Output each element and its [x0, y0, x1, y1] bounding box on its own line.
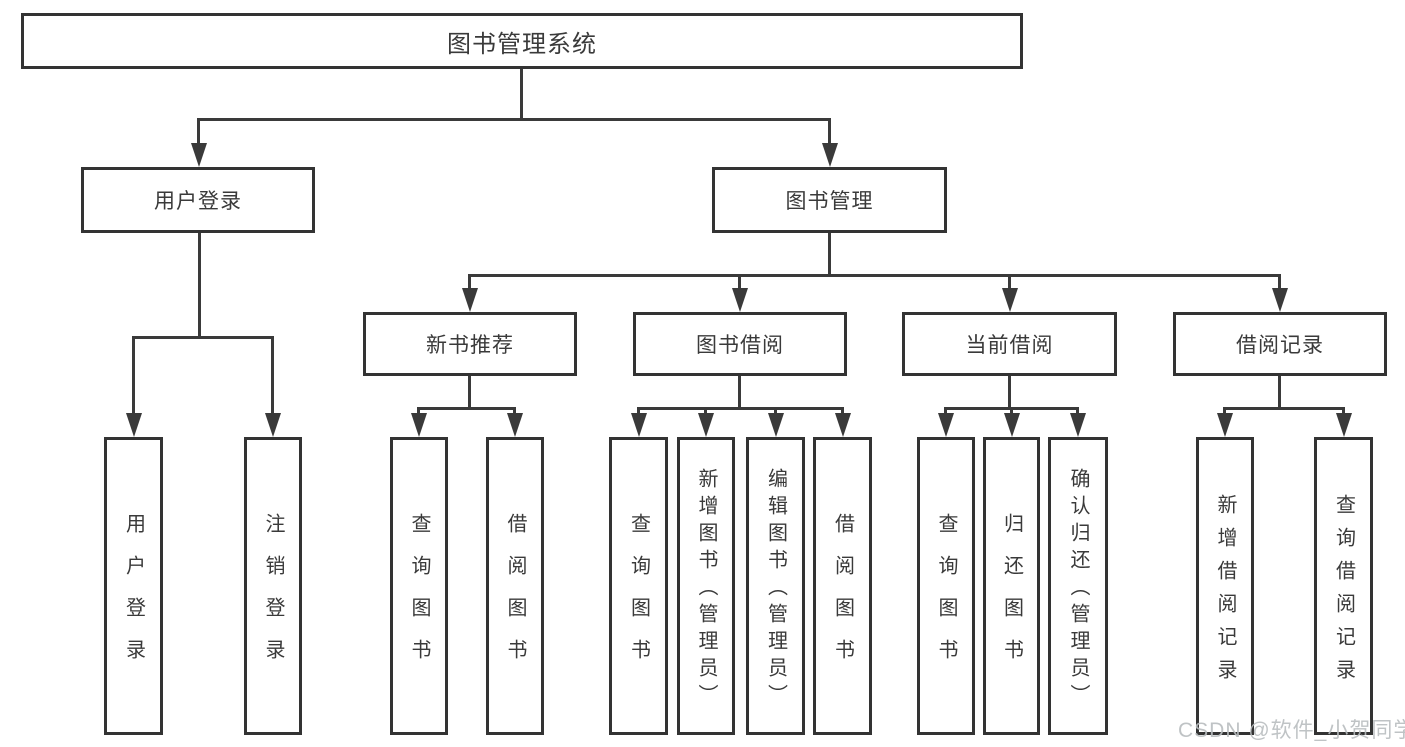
leaf-borrow-book-1-label: 借阅图书	[504, 513, 526, 681]
connector-to-leaf-add-book	[704, 407, 707, 416]
connector-to-leaf-query-book-1	[417, 407, 420, 416]
connector-to-book-borrow	[738, 274, 741, 292]
arrowhead-leaf-query-book-3	[938, 413, 954, 437]
node-book-mgmt-label: 图书管理	[785, 190, 874, 213]
leaf-edit-book: 编辑图书（管理员）	[746, 437, 805, 735]
connector-to-leaf-logout	[271, 336, 274, 416]
leaf-borrow-book-1: 借阅图书	[486, 437, 544, 735]
arrowhead-book-borrow	[732, 288, 748, 312]
leaf-edit-book-label: 编辑图书（管理员）	[764, 468, 787, 711]
node-new-book-rec: 新书推荐	[363, 312, 577, 376]
connector-to-leaf-borrow-book-2	[841, 407, 844, 416]
leaf-add-borrow-record: 新增借阅记录	[1196, 437, 1254, 735]
arrowhead-leaf-query-book-2	[631, 413, 647, 437]
arrowhead-leaf-confirm-return	[1070, 413, 1086, 437]
leaf-user-login: 用户登录	[104, 437, 163, 735]
connector-borrow-records-bar	[1223, 407, 1344, 410]
arrowhead-leaf-query-borrow-record	[1336, 413, 1352, 437]
connector-level2-bar	[468, 274, 1281, 277]
connector-to-new-book-rec	[468, 274, 471, 292]
connector-to-leaf-edit-book	[774, 407, 777, 416]
connector-book-borrow-bar	[637, 407, 844, 410]
arrowhead-leaf-edit-book	[768, 413, 784, 437]
node-user-login: 用户登录	[81, 167, 315, 233]
leaf-borrow-book-2-label: 借阅图书	[831, 513, 854, 681]
leaf-return-book-label: 归还图书	[1000, 513, 1023, 681]
connector-user-login-stem	[198, 233, 201, 339]
connector-to-leaf-add-borrow-record	[1223, 407, 1226, 416]
arrowhead-user-login	[191, 143, 207, 167]
node-book-borrow: 图书借阅	[633, 312, 847, 376]
leaf-add-borrow-record-label: 新增借阅记录	[1214, 493, 1236, 692]
node-borrow-records: 借阅记录	[1173, 312, 1387, 376]
leaf-logout-label: 注销登录	[262, 513, 284, 681]
leaf-query-book-2: 查询图书	[609, 437, 668, 735]
csdn-watermark: CSDN @软件_小贺同学	[1178, 719, 1405, 742]
leaf-query-borrow-record: 查询借阅记录	[1314, 437, 1373, 735]
leaf-query-borrow-record-label: 查询借阅记录	[1332, 493, 1355, 692]
connector-current-borrow-stem	[1008, 376, 1011, 410]
connector-new-book-rec-bar	[417, 407, 516, 410]
arrowhead-leaf-add-borrow-record	[1217, 413, 1233, 437]
leaf-confirm-return-label: 确认归还（管理员）	[1067, 468, 1089, 711]
leaf-add-book-label: 新增图书（管理员）	[695, 468, 717, 711]
connector-borrow-records-stem	[1278, 376, 1281, 410]
arrowhead-leaf-user-login	[126, 413, 142, 437]
leaf-borrow-book-2: 借阅图书	[813, 437, 872, 735]
arrowhead-borrow-records	[1272, 288, 1288, 312]
leaf-query-book-3-label: 查询图书	[935, 513, 957, 681]
node-current-borrow-label: 当前借阅	[965, 334, 1054, 357]
arrowhead-leaf-return-book	[1004, 413, 1020, 437]
connector-to-leaf-query-book-2	[637, 407, 640, 416]
connector-to-leaf-confirm-return	[1076, 407, 1079, 416]
connector-to-leaf-query-book-3	[944, 407, 947, 416]
connector-to-current-borrow	[1008, 274, 1011, 292]
arrowhead-leaf-query-book-1	[411, 413, 427, 437]
leaf-query-book-1: 查询图书	[390, 437, 448, 735]
connector-user-login-bar	[132, 336, 274, 339]
node-current-borrow: 当前借阅	[902, 312, 1117, 376]
arrowhead-new-book-rec	[462, 288, 478, 312]
leaf-query-book-2-label: 查询图书	[627, 513, 650, 681]
leaf-add-book: 新增图书（管理员）	[677, 437, 735, 735]
connector-to-leaf-query-borrow-record	[1342, 407, 1345, 416]
leaf-user-login-label: 用户登录	[122, 513, 145, 681]
leaf-return-book: 归还图书	[983, 437, 1040, 735]
node-root: 图书管理系统	[21, 13, 1023, 69]
connector-book-mgmt-stem	[828, 233, 831, 277]
connector-new-book-rec-stem	[468, 376, 471, 410]
node-book-mgmt: 图书管理	[712, 167, 947, 233]
connector-to-borrow-records	[1278, 274, 1281, 292]
connector-to-user-login	[197, 118, 200, 146]
node-root-label: 图书管理系统	[447, 30, 597, 58]
leaf-logout: 注销登录	[244, 437, 302, 735]
node-borrow-records-label: 借阅记录	[1236, 334, 1324, 357]
connector-to-leaf-borrow-book-1	[513, 407, 516, 416]
node-new-book-rec-label: 新书推荐	[426, 334, 514, 357]
arrowhead-leaf-borrow-book-1	[507, 413, 523, 437]
node-book-borrow-label: 图书借阅	[696, 334, 784, 357]
connector-root-stem	[520, 69, 523, 121]
leaf-query-book-1-label: 查询图书	[408, 513, 430, 681]
connector-to-book-mgmt	[828, 118, 831, 146]
arrowhead-leaf-logout	[265, 413, 281, 437]
connector-level1-bar	[197, 118, 831, 121]
node-user-login-label: 用户登录	[154, 190, 242, 213]
leaf-query-book-3: 查询图书	[917, 437, 975, 735]
connector-book-borrow-stem	[738, 376, 741, 410]
arrowhead-current-borrow	[1002, 288, 1018, 312]
connector-to-leaf-user-login	[132, 336, 135, 416]
arrowhead-book-mgmt	[822, 143, 838, 167]
leaf-confirm-return: 确认归还（管理员）	[1048, 437, 1108, 735]
connector-to-leaf-return-book	[1010, 407, 1013, 416]
arrowhead-leaf-borrow-book-2	[835, 413, 851, 437]
arrowhead-leaf-add-book	[698, 413, 714, 437]
